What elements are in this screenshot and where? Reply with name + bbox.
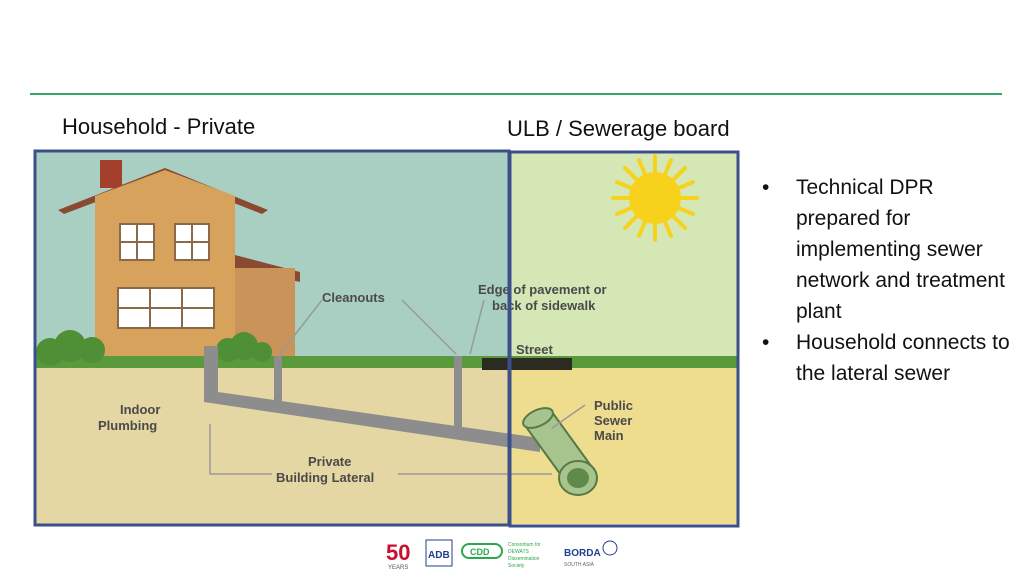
house [36,160,300,366]
public-sewer-main [522,407,598,496]
chimney [100,160,122,188]
label-indoor-line2: Plumbing [98,418,157,433]
sewer-pipes [204,346,540,452]
ground-left [36,366,510,524]
top-divider [30,93,1002,95]
svg-text:Society: Society [508,563,525,569]
svg-text:YEARS: YEARS [388,565,408,571]
label-private-line2: Building Lateral [276,470,374,485]
adb-logo: ADB [425,539,453,567]
label-private-line1: Private [308,454,351,469]
sky-right [510,152,738,368]
heading-ulb-sewerage-board: ULB / Sewerage board [507,116,730,141]
svg-text:BORDA: BORDA [564,548,601,559]
svg-text:DEWATS: DEWATS [508,549,529,555]
grass-strip [36,356,738,368]
svg-text:Consortium for: Consortium for [508,542,541,548]
label-public-line3: Main [594,428,624,443]
bushes [36,330,272,366]
label-public-line1: Public [594,398,633,413]
sun-icon [611,154,699,242]
cleanout-pipe-1 [274,356,282,412]
fifty-years-logo: 50 YEARS [386,540,410,571]
label-edge-line2: back of sidewalk [492,298,596,313]
svg-text:CDD: CDD [470,547,490,557]
label-public-line2: Sewer [594,413,632,428]
partner-logos: 50 YEARS ADB CDD Consortium for DEWATS D… [386,539,618,571]
bullet-item: Technical DPR prepared for implementing … [762,172,1018,327]
bullet-item: Household connects to the lateral sewer [762,327,1018,389]
label-cleanouts: Cleanouts [322,290,385,305]
label-street: Street [516,342,554,357]
street-surface [482,358,572,370]
svg-text:ADB: ADB [428,550,450,561]
svg-text:SOUTH ASIA: SOUTH ASIA [564,562,595,568]
ulb-sewerage-board-box [508,150,740,528]
borda-logo: BORDA SOUTH ASIA [564,540,618,568]
svg-text:Dissemination: Dissemination [508,556,540,562]
svg-text:50: 50 [386,540,410,565]
cdd-logo: CDD Consortium for DEWATS Dissemination … [461,542,541,569]
bullet-list: Technical DPR prepared for implementing … [762,172,1018,389]
leader-lines [209,299,586,475]
label-edge-line1: Edge of pavement or [478,282,607,297]
label-indoor-line1: Indoor [120,402,160,417]
building-lateral-pipe [204,346,540,452]
heading-household-private: Household - Private [62,114,256,139]
cleanout-pipe-2 [454,356,462,438]
